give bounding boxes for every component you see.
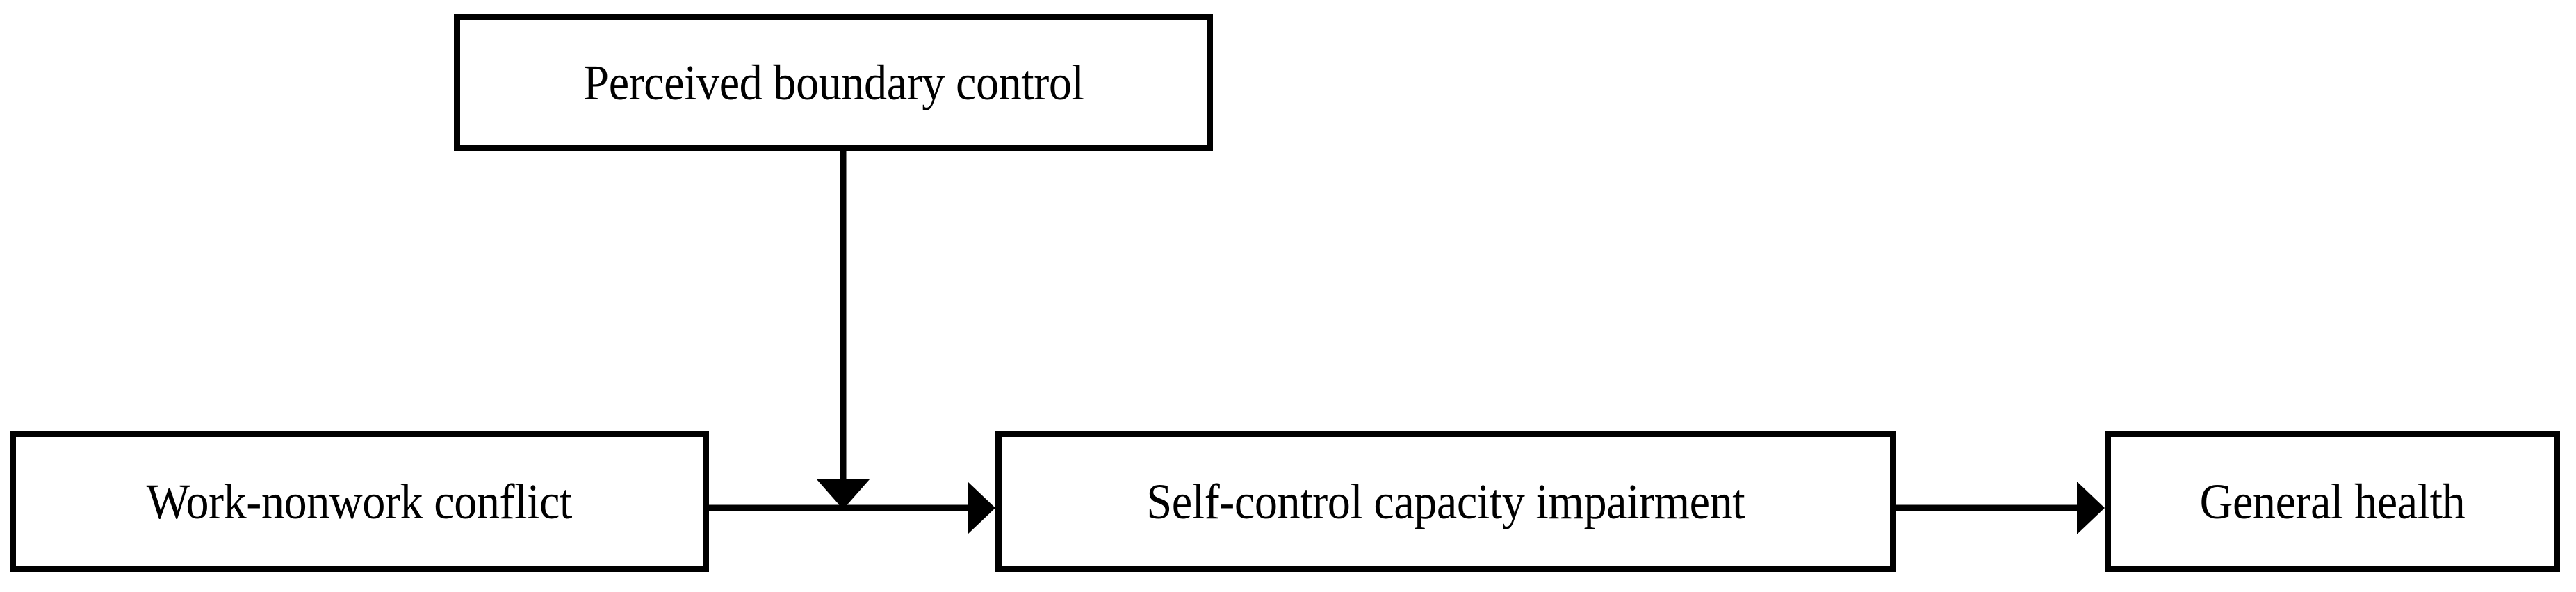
node-label-perceived-boundary-control: Perceived boundary control xyxy=(582,55,1084,110)
edge-impairment-to-health xyxy=(1896,482,2105,534)
node-general-health[interactable]: General health xyxy=(2105,431,2560,572)
edge-conflict-to-impairment-arrowhead-icon xyxy=(968,482,995,534)
edge-conflict-to-impairment xyxy=(709,482,995,534)
node-label-work-nonwork-conflict: Work-nonwork conflict xyxy=(146,473,573,529)
edge-impairment-to-health-arrowhead-icon xyxy=(2077,482,2105,534)
node-work-nonwork-conflict[interactable]: Work-nonwork conflict xyxy=(10,431,709,572)
edge-boundary-control-to-path xyxy=(817,151,870,509)
edge-boundary-control-arrowhead-icon xyxy=(817,479,870,509)
node-perceived-boundary-control[interactable]: Perceived boundary control xyxy=(454,14,1213,151)
node-label-self-control-capacity-impairment: Self-control capacity impairment xyxy=(1146,473,1745,529)
node-self-control-capacity-impairment[interactable]: Self-control capacity impairment xyxy=(995,431,1896,572)
node-label-general-health: General health xyxy=(2199,473,2465,529)
